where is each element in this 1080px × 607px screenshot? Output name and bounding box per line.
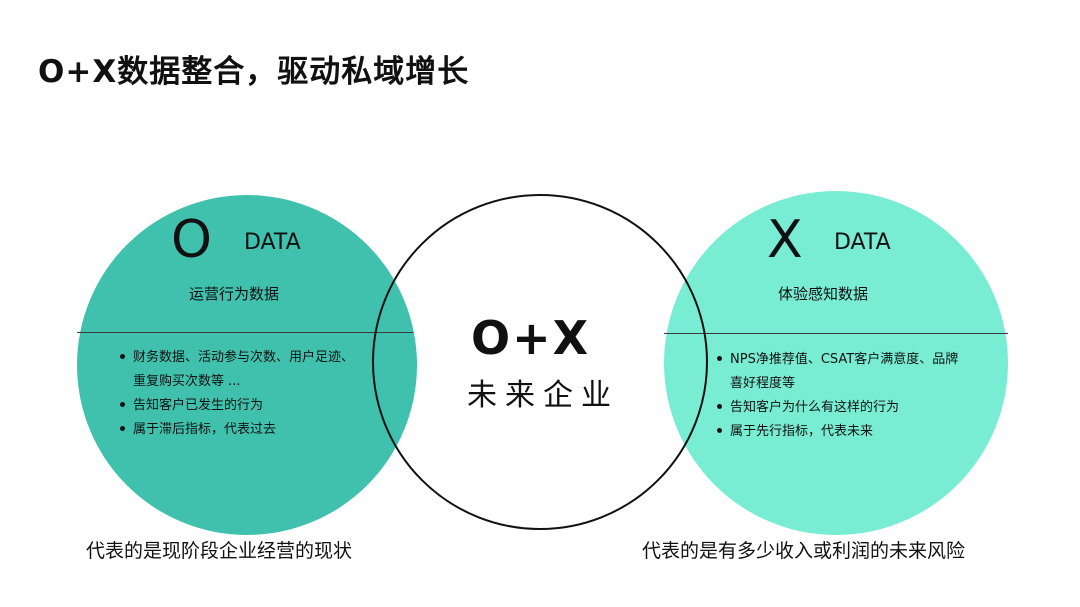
x-letter: X [767, 210, 803, 270]
o-data-label: DATA [244, 230, 301, 255]
center-title: O+X [471, 311, 591, 365]
x-bullet-item: NPS净推荐值、CSAT客户满意度、品牌 喜好程度等 [714, 348, 958, 396]
o-bullet-item: 告知客户已发生的行为 [117, 394, 354, 418]
x-bullet-list: NPS净推荐值、CSAT客户满意度、品牌 喜好程度等 告知客户为什么有这样的行为… [714, 348, 958, 444]
o-subtitle: 运营行为数据 [189, 285, 280, 303]
o-data-circle [77, 195, 417, 535]
x-subtitle: 体验感知数据 [778, 285, 869, 303]
center-circle [372, 194, 708, 530]
o-bullet-list: 财务数据、活动参与次数、用户足迹、 重复购买次数等 ... 告知客户已发生的行为… [117, 346, 354, 442]
page-title: O+X数据整合，驱动私域增长 [38, 54, 470, 90]
o-bullet-item: 属于滞后指标，代表过去 [117, 418, 354, 442]
o-divider-line [77, 332, 413, 333]
o-bullet-item: 财务数据、活动参与次数、用户足迹、 重复购买次数等 ... [117, 346, 354, 394]
o-letter: O [171, 210, 212, 270]
x-data-circle [664, 191, 1008, 535]
center-subtitle: 未来企业 [467, 378, 619, 413]
x-bullet-item: 告知客户为什么有这样的行为 [714, 396, 958, 420]
x-bullet-item: 属于先行指标，代表未来 [714, 420, 958, 444]
x-divider-line [664, 333, 1008, 334]
x-caption: 代表的是有多少收入或利润的未来风险 [642, 540, 966, 562]
x-data-label: DATA [834, 230, 891, 255]
o-caption: 代表的是现阶段企业经营的现状 [86, 540, 353, 562]
